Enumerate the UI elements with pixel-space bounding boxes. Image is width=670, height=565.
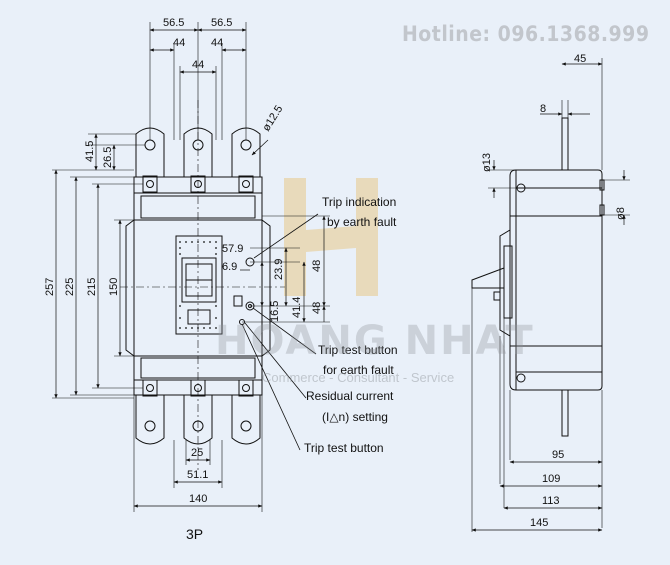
dim-44-c: 44 bbox=[192, 59, 204, 71]
dim-56-5-a: 56.5 bbox=[163, 17, 184, 29]
extension-lines bbox=[52, 22, 330, 512]
hotline-text: Hotline: 096.1368.999 bbox=[402, 22, 650, 46]
callout-trip-test-ef-line2: for earth fault bbox=[323, 363, 394, 377]
side-dimension-lines bbox=[471, 62, 626, 532]
terminal-bottom-3 bbox=[231, 395, 261, 445]
side-dimension-labels: 45 8 ø13 ø8 95 109 113 145 bbox=[481, 53, 627, 529]
side-terminal-top bbox=[561, 117, 569, 171]
watermark-tagline: Commerce - Consultant - Service bbox=[262, 370, 455, 385]
dimension-lines bbox=[54, 28, 326, 508]
callout-residual-line2: (I△n) setting bbox=[322, 410, 388, 424]
dim-51-1: 51.1 bbox=[187, 469, 208, 481]
callout-labels: Trip indication by earth fault Trip test… bbox=[304, 195, 398, 455]
dim-16-5: 16.5 bbox=[269, 301, 281, 322]
dim-140: 140 bbox=[189, 493, 207, 505]
dim-13: ø13 bbox=[481, 153, 493, 172]
dim-25: 25 bbox=[191, 447, 203, 459]
center-lines bbox=[120, 100, 285, 470]
dim-23-9: 23.9 bbox=[273, 259, 285, 280]
dim-257: 257 bbox=[44, 278, 56, 296]
dim-215: 215 bbox=[86, 278, 98, 296]
dim-48-b: 48 bbox=[311, 302, 323, 314]
dim-41-5: 41.5 bbox=[84, 141, 96, 162]
callout-leaders bbox=[241, 213, 319, 451]
callout-residual-line1: Residual current bbox=[306, 389, 394, 403]
pole-label: 3P bbox=[186, 526, 204, 542]
side-body bbox=[509, 169, 603, 391]
callout-trip-indication-line2: by earth fault bbox=[327, 215, 397, 229]
side-terminal-bottom bbox=[561, 389, 569, 437]
terminal-bottom-1 bbox=[135, 395, 165, 445]
dim-57-9: 57.9 bbox=[222, 243, 243, 255]
dim-225: 225 bbox=[64, 278, 76, 296]
dim-48-a: 48 bbox=[311, 260, 323, 272]
dim-hole-12-5: ø12.5 bbox=[260, 103, 285, 133]
callout-trip-test: Trip test button bbox=[304, 441, 384, 455]
dim-150: 150 bbox=[108, 278, 120, 296]
dim-44-b: 44 bbox=[211, 37, 223, 49]
dim-109: 109 bbox=[542, 473, 560, 485]
dim-8-top: 8 bbox=[540, 103, 546, 115]
watermark-logo bbox=[284, 178, 378, 296]
front-dimension-labels: 56.5 56.5 44 44 44 ø12.5 41.5 26.5 257 2… bbox=[44, 17, 323, 505]
dim-45: 45 bbox=[574, 53, 586, 65]
dim-44-a: 44 bbox=[173, 37, 185, 49]
watermark-brand: HOANG NHAT bbox=[215, 318, 535, 364]
dim-8-right: ø8 bbox=[615, 207, 627, 220]
callout-trip-indication-line1: Trip indication bbox=[322, 195, 396, 209]
dim-113: 113 bbox=[542, 495, 560, 507]
dim-56-5-b: 56.5 bbox=[211, 17, 232, 29]
dim-41-4: 41.4 bbox=[291, 297, 303, 318]
side-view bbox=[471, 117, 605, 437]
dim-95: 95 bbox=[552, 449, 564, 461]
dim-26-5: 26.5 bbox=[102, 147, 114, 168]
callout-trip-test-ef-line1: Trip test button bbox=[318, 343, 398, 357]
dim-6-9: 6.9 bbox=[222, 261, 237, 273]
handle-window bbox=[175, 235, 223, 335]
dim-145: 145 bbox=[530, 517, 548, 529]
